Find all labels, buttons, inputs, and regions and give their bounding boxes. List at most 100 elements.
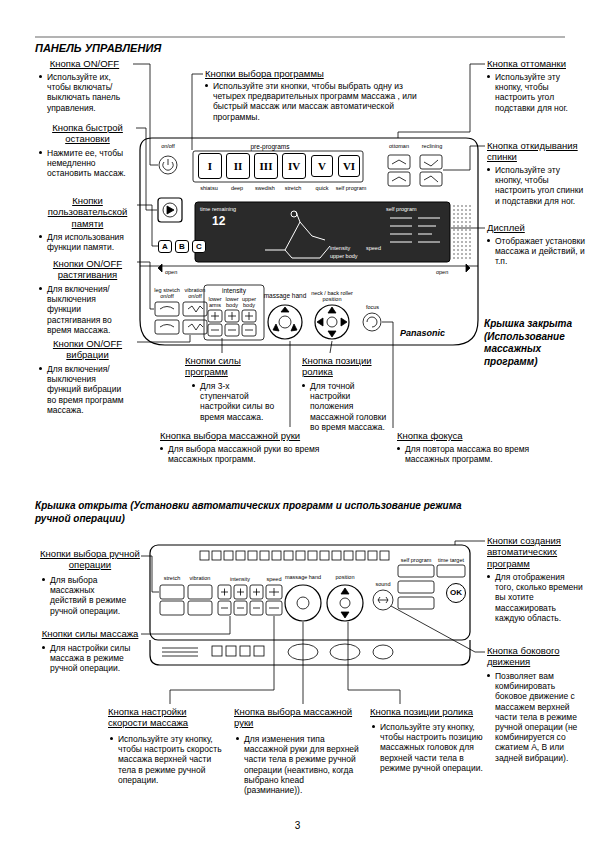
panel-label: lower body xyxy=(223,296,241,308)
bullet-dot xyxy=(39,75,42,78)
panel-label: pre-programs xyxy=(230,143,310,150)
panel-button: V xyxy=(311,155,333,177)
callout-heading: Кнопки пользовательской памяти xyxy=(40,195,135,229)
mode-icon xyxy=(356,551,365,560)
callout-text: Нажмите ее, чтобы немедленно остановить … xyxy=(47,148,135,179)
mode-icon xyxy=(272,551,281,560)
panel-label: speed xyxy=(262,576,286,582)
mode-icon xyxy=(200,551,209,560)
mode-icon xyxy=(332,551,341,560)
button-text: IV xyxy=(288,161,300,172)
bullet-dot xyxy=(160,447,163,450)
panel-label: swedish xyxy=(250,185,280,191)
panel-label: stretch xyxy=(158,575,186,581)
bullet-dot xyxy=(205,84,208,87)
panel-label: quick xyxy=(308,185,336,191)
panel-label: sound xyxy=(368,581,398,587)
mode-icon xyxy=(296,551,305,560)
panel-button: B xyxy=(175,240,189,253)
mode-icon xyxy=(380,551,389,560)
panel-button: III xyxy=(254,153,278,179)
panel-button: A xyxy=(158,240,172,253)
panel-label: time target xyxy=(434,557,468,563)
callout-text: Для повтора массажа во время массажных п… xyxy=(405,444,565,464)
mode-icon xyxy=(308,551,317,560)
callout-text: Для включения/ выключения функции растяг… xyxy=(47,284,132,335)
panel-label: massage hand xyxy=(281,574,325,580)
panel-button: VI xyxy=(338,155,360,177)
bullet-dot xyxy=(487,674,490,677)
display-number: 12 xyxy=(212,215,242,227)
bullet-dot xyxy=(372,725,375,728)
callout-heading: Кнопка позиции ролика xyxy=(302,355,388,378)
panel-label: focus xyxy=(360,304,385,310)
brand-name: Panasonic xyxy=(400,328,460,339)
callout-text: Используйте эту кнопку, чтобы настроить … xyxy=(118,734,230,785)
panel-label: intensity xyxy=(207,287,261,294)
callout-heading: Кнопка выбора массажной руки xyxy=(234,706,359,729)
button-text: I xyxy=(208,161,212,172)
callout-heading: Кнопка бокового движения xyxy=(487,645,582,668)
panel-label: massage hand xyxy=(262,292,308,299)
bullet-dot xyxy=(397,447,400,450)
bullet-dot xyxy=(302,384,305,387)
panel-label: self program xyxy=(334,185,368,191)
panel-label: ottoman xyxy=(383,143,415,149)
callout-text: Отображает установки массажа и действий,… xyxy=(495,236,585,267)
panel-label: vibration on/off xyxy=(181,287,209,299)
bullet-dot xyxy=(487,239,490,242)
callout-text: Для включения/ выключения функций вибрац… xyxy=(47,364,132,415)
panel-label: self program xyxy=(396,557,436,563)
mode-icon xyxy=(236,551,245,560)
panel-button: IV xyxy=(282,153,306,179)
callout-text: Используйте их, чтобы включать/ выключат… xyxy=(47,72,132,113)
mode-icon xyxy=(260,551,269,560)
button-text: V xyxy=(318,161,326,172)
button-text: II xyxy=(234,161,243,172)
panel-label: open xyxy=(436,269,464,275)
bullet-dot xyxy=(39,235,42,238)
panel-label: stretch xyxy=(278,185,308,191)
display-label: speed xyxy=(366,245,396,251)
panel-button: II xyxy=(226,153,250,179)
callout-text: Для настройки силы массажа в режиме ручн… xyxy=(50,643,132,674)
callout-text: Для выбора массажных действий в режиме р… xyxy=(50,575,132,616)
display-label: intensity xyxy=(330,245,365,251)
panel-label: position xyxy=(325,574,365,580)
panel-label: intensity xyxy=(216,576,264,582)
mode-icon xyxy=(212,551,221,560)
button-text: III xyxy=(260,161,273,172)
callout-text: Используйте эту кнопку, чтобы настроить … xyxy=(495,72,585,113)
mode-icon xyxy=(284,551,293,560)
bullet-dot xyxy=(487,75,490,78)
callout-heading: Кнопка быстрой остановки xyxy=(40,122,135,145)
callout-heading: Кнопки силы программ xyxy=(185,355,285,378)
panel-label: reclining xyxy=(415,143,449,149)
mode-icon xyxy=(248,551,257,560)
bullet-dot xyxy=(236,737,239,740)
callout-text: Для изменения типа массажной руки для ве… xyxy=(244,734,362,795)
button-text: VI xyxy=(343,161,355,172)
button-text: A xyxy=(162,243,168,251)
panel-button: OK xyxy=(446,583,466,603)
callout-text: Используйте эту кнопку, чтобы настроить … xyxy=(380,722,495,773)
callout-text: Для выбора массажной руки во время масса… xyxy=(168,444,338,464)
callout-heading: Кнопка оттоманки xyxy=(487,58,587,69)
callout-heading: Дисплей xyxy=(487,222,587,233)
bullet-dot xyxy=(42,646,45,649)
callout-text: Для использования функции памяти. xyxy=(47,232,135,252)
display-label: self program xyxy=(386,206,436,212)
callout-heading: Кнопки создания автоматических программ xyxy=(487,535,582,569)
callout-heading: Кнопка настройки скорости массажа xyxy=(108,706,228,729)
callout-heading: Кнопка откидывания спинки xyxy=(487,140,587,163)
bullet-dot xyxy=(39,151,42,154)
bullet-dot xyxy=(39,287,42,290)
callout-heading: Кнопка ON/OFF xyxy=(37,58,132,69)
bullet-dot xyxy=(39,367,42,370)
callout-heading: Кнопки выбора программы xyxy=(205,68,435,79)
panel-label: open xyxy=(165,269,195,275)
callout-heading: Кнопки ON/OFF растягивания xyxy=(40,258,135,281)
section-heading: Крышка открыта (Установки автоматических… xyxy=(35,500,475,525)
bullet-dot xyxy=(42,578,45,581)
